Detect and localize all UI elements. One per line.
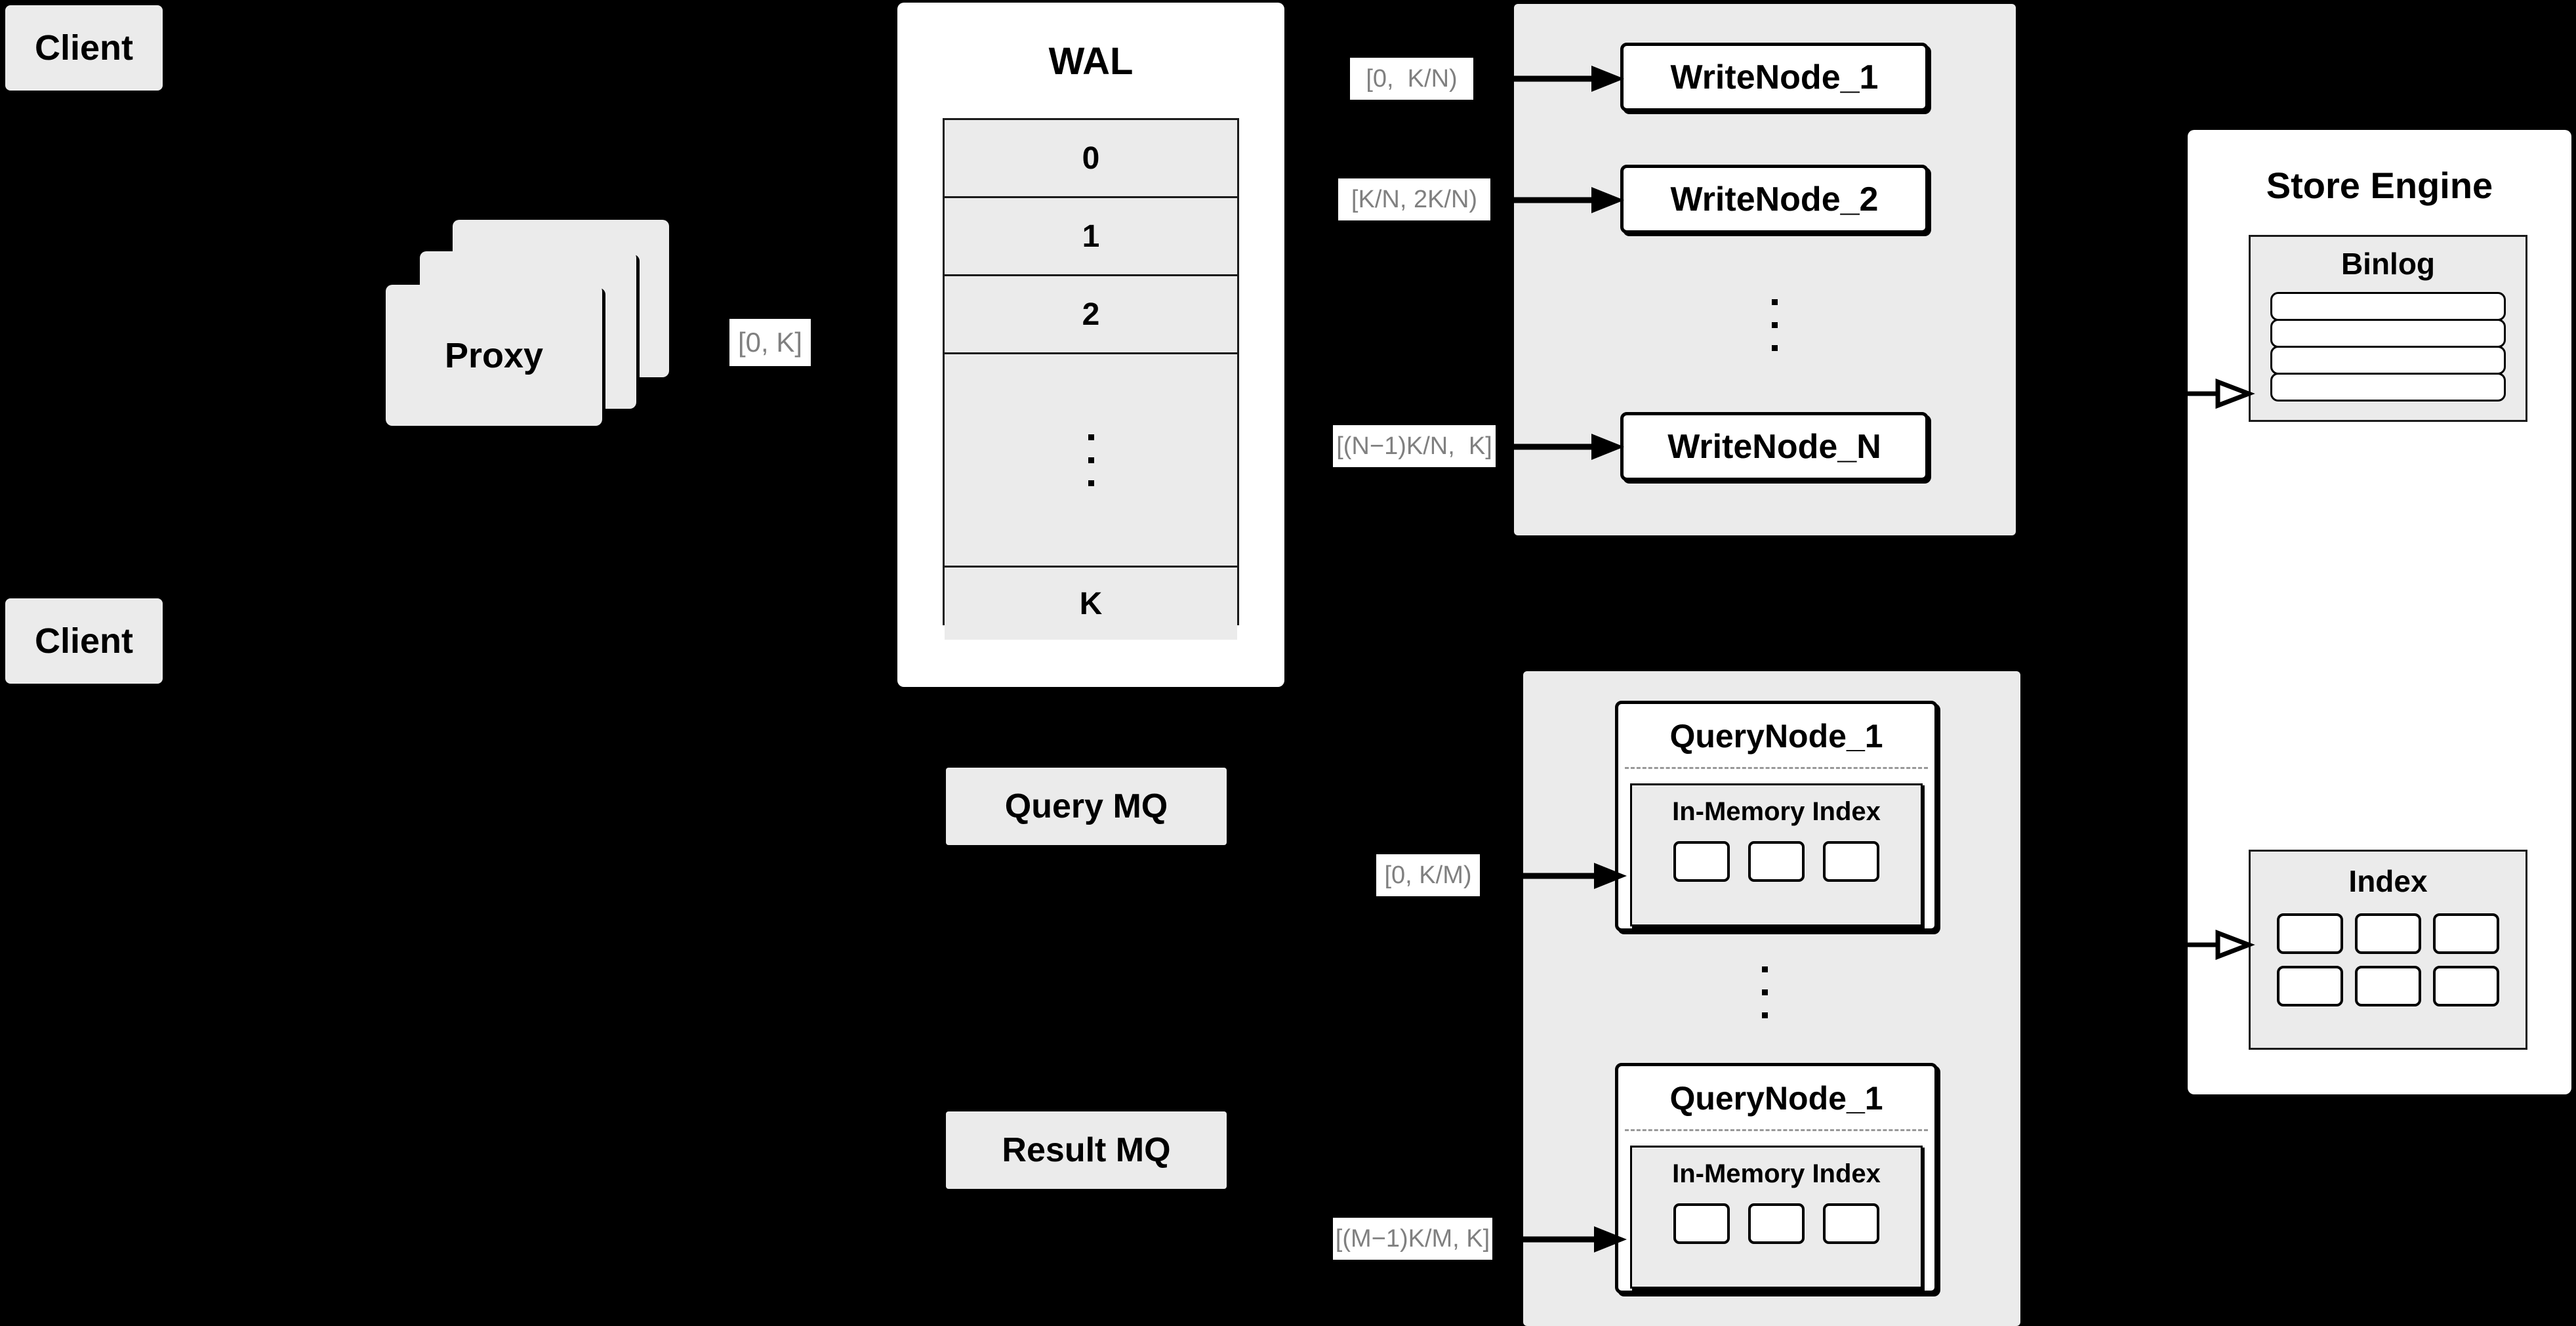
arrow-to-write-node-2 [1496, 187, 1624, 213]
write-group-ellipsis [1751, 276, 1797, 374]
edge-label-query-node-m: [(M−1)K/M, K] [1333, 1218, 1492, 1260]
store-index-box: Index [2249, 850, 2527, 1050]
binlog-row [2270, 319, 2506, 348]
edge-label-write-node-2: [K/N, 2K/N) [1338, 178, 1490, 220]
arrow-to-write-node-n [1496, 434, 1624, 460]
query-node-1-in-memory-index: In-Memory Index [1630, 783, 1923, 926]
store-index-cell [2433, 966, 2499, 1006]
binlog-row [2270, 292, 2506, 321]
arrow-to-query-node-m [1497, 1226, 1627, 1253]
edge-label-query-node-m-text: [(M−1)K/M, K] [1335, 1224, 1490, 1253]
wal-row-ellipsis [945, 354, 1237, 568]
write-node-2-label: WriteNode_2 [1670, 180, 1879, 218]
edge-label-write-node-1-text: [0, K/N) [1366, 64, 1458, 93]
client-box-2[interactable]: Client [5, 598, 163, 684]
wal-row-2: 2 [945, 276, 1237, 354]
query-group-ellipsis [1742, 942, 1788, 1043]
store-index-grid [2277, 913, 2499, 1006]
query-node-m-divider [1625, 1129, 1928, 1131]
store-index-cell [2433, 913, 2499, 954]
index-cell [1823, 1203, 1879, 1244]
query-node-1-title: QueryNode_1 [1618, 717, 1934, 755]
query-node-1-index-title: In-Memory Index [1632, 797, 1921, 827]
binlog-title-text: Binlog [2341, 247, 2436, 281]
wal-row-1: 1 [945, 198, 1237, 276]
binlog-box: Binlog [2249, 235, 2527, 422]
query-node-m-title-text: QueryNode_1 [1669, 1080, 1883, 1117]
edge-label-query-node-1-text: [0, K/M) [1384, 861, 1472, 889]
index-cell [1748, 1203, 1805, 1244]
wal-table: 0 1 2 K [943, 118, 1239, 640]
write-node-1-label: WriteNode_1 [1670, 58, 1879, 96]
index-cell [1673, 841, 1730, 882]
query-mq-box[interactable]: Query MQ [946, 768, 1227, 845]
arrow-to-store-index [2183, 929, 2255, 961]
write-node-n[interactable]: WriteNode_N [1620, 412, 1929, 481]
proxy-label: Proxy [444, 335, 544, 375]
query-node-m-index-title-text: In-Memory Index [1672, 1159, 1881, 1188]
query-node-m-title: QueryNode_1 [1618, 1079, 1934, 1117]
query-node-m-index-title: In-Memory Index [1632, 1159, 1921, 1189]
index-cell [1823, 841, 1879, 882]
query-node-m-index-cells [1632, 1203, 1921, 1244]
binlog-rows [2270, 292, 2506, 402]
arrow-to-binlog [2183, 378, 2255, 409]
binlog-row [2270, 373, 2506, 402]
wal-row-0-text: 0 [1082, 140, 1100, 176]
query-node-1-divider [1625, 767, 1928, 769]
query-node-1-index-cells [1632, 841, 1921, 882]
client-label-1: Client [34, 28, 133, 68]
edge-label-write-node-2-text: [K/N, 2K/N) [1351, 185, 1478, 213]
write-node-2[interactable]: WriteNode_2 [1620, 165, 1929, 234]
wal-title-text: WAL [1048, 40, 1134, 83]
store-index-cell [2277, 913, 2343, 954]
edge-label-proxy-to-wal-text: [0, K] [737, 327, 803, 358]
binlog-row [2270, 346, 2506, 375]
proxy-box[interactable]: Proxy [386, 285, 602, 426]
edge-label-write-node-n: [(N−1)K/N, K] [1333, 425, 1496, 467]
query-node-1[interactable]: QueryNode_1 In-Memory Index [1615, 701, 1938, 932]
binlog-title: Binlog [2251, 246, 2525, 281]
edge-label-write-node-n-text: [(N−1)K/N, K] [1336, 432, 1492, 460]
wal-row-k-text: K [1079, 586, 1103, 621]
query-node-1-index-title-text: In-Memory Index [1672, 797, 1881, 826]
edge-label-proxy-to-wal: [0, K] [729, 319, 811, 366]
store-engine-title-text: Store Engine [2266, 165, 2493, 206]
query-node-1-title-text: QueryNode_1 [1669, 718, 1883, 755]
query-node-m-in-memory-index: In-Memory Index [1630, 1146, 1923, 1289]
wal-row-k: K [945, 568, 1237, 640]
client-label-2: Client [34, 621, 133, 661]
write-node-n-label: WriteNode_N [1667, 427, 1881, 466]
store-index-cell [2277, 966, 2343, 1006]
wal-row-0: 0 [945, 120, 1237, 198]
index-cell [1748, 841, 1805, 882]
write-node-1[interactable]: WriteNode_1 [1620, 43, 1929, 112]
store-engine-title: Store Engine [2188, 164, 2571, 207]
query-mq-label: Query MQ [1004, 787, 1168, 825]
result-mq-box[interactable]: Result MQ [946, 1111, 1227, 1189]
result-mq-label: Result MQ [1002, 1131, 1171, 1169]
arrow-to-write-node-1 [1496, 66, 1624, 92]
store-index-cell [2355, 966, 2421, 1006]
wal-row-2-text: 2 [1082, 297, 1100, 332]
client-box-1[interactable]: Client [5, 5, 163, 91]
edge-label-query-node-1: [0, K/M) [1376, 854, 1480, 896]
query-node-m[interactable]: QueryNode_1 In-Memory Index [1615, 1063, 1938, 1294]
arrow-to-query-node-1 [1497, 863, 1627, 889]
index-cell [1673, 1203, 1730, 1244]
edge-label-write-node-1: [0, K/N) [1350, 58, 1473, 100]
store-index-cell [2355, 913, 2421, 954]
store-index-title: Index [2251, 863, 2525, 899]
wal-row-1-text: 1 [1082, 218, 1100, 254]
wal-title: WAL [897, 39, 1284, 83]
store-index-title-text: Index [2348, 864, 2428, 898]
